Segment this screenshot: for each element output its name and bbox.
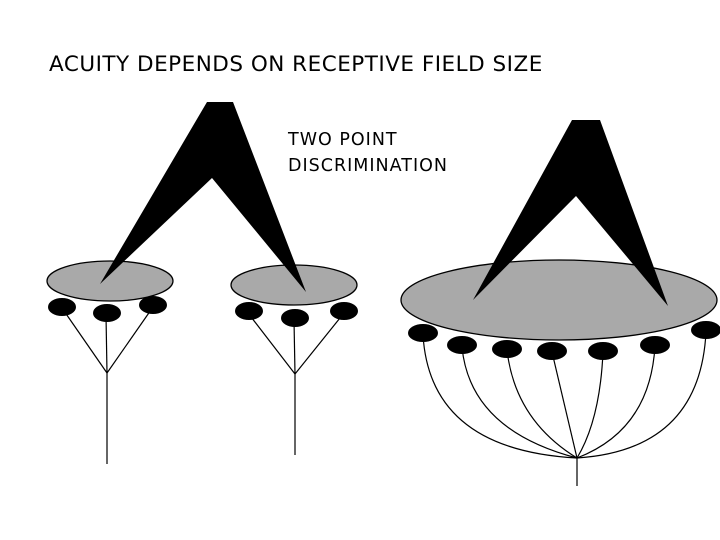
- discrimination-label: DISCRIMINATION: [288, 156, 448, 176]
- small-receptive-field-left: [46, 260, 174, 302]
- large-receptive-field: [400, 259, 718, 341]
- two-point-stimulus-small: [100, 102, 306, 292]
- wire: [106, 306, 154, 374]
- small-field-right-wiring: [247, 312, 345, 455]
- wire: [576, 345, 656, 459]
- wire: [576, 331, 707, 459]
- two-point-label: TWO POINT: [288, 130, 398, 150]
- two-point-stimulus-large: [473, 120, 668, 306]
- wire: [461, 346, 578, 459]
- receptor-cell: [537, 342, 567, 360]
- receptor-cell: [330, 302, 358, 320]
- receptor-cell: [691, 321, 720, 339]
- wire: [551, 351, 578, 459]
- receptor-cell: [492, 340, 522, 358]
- wire: [506, 349, 578, 459]
- small-field-left-wiring: [61, 306, 154, 464]
- receptor-cell: [640, 336, 670, 354]
- receptor-cell: [93, 304, 121, 322]
- receptor-cell: [139, 296, 167, 314]
- receptor-cell: [48, 298, 76, 316]
- wire: [61, 307, 108, 374]
- receptor-cell: [235, 302, 263, 320]
- receptor-cell: [408, 324, 438, 342]
- receptor-cell: [447, 336, 477, 354]
- diagram-title: ACUITY DEPENDS ON RECEPTIVE FIELD SIZE: [49, 52, 543, 77]
- wire: [294, 312, 345, 375]
- receptor-cell: [588, 342, 618, 360]
- wire: [105, 314, 108, 374]
- receptor-cell: [281, 309, 309, 327]
- wire: [293, 319, 296, 375]
- wire: [422, 334, 578, 459]
- wire: [576, 351, 604, 459]
- wire: [247, 312, 296, 375]
- large-field-wiring: [422, 331, 707, 486]
